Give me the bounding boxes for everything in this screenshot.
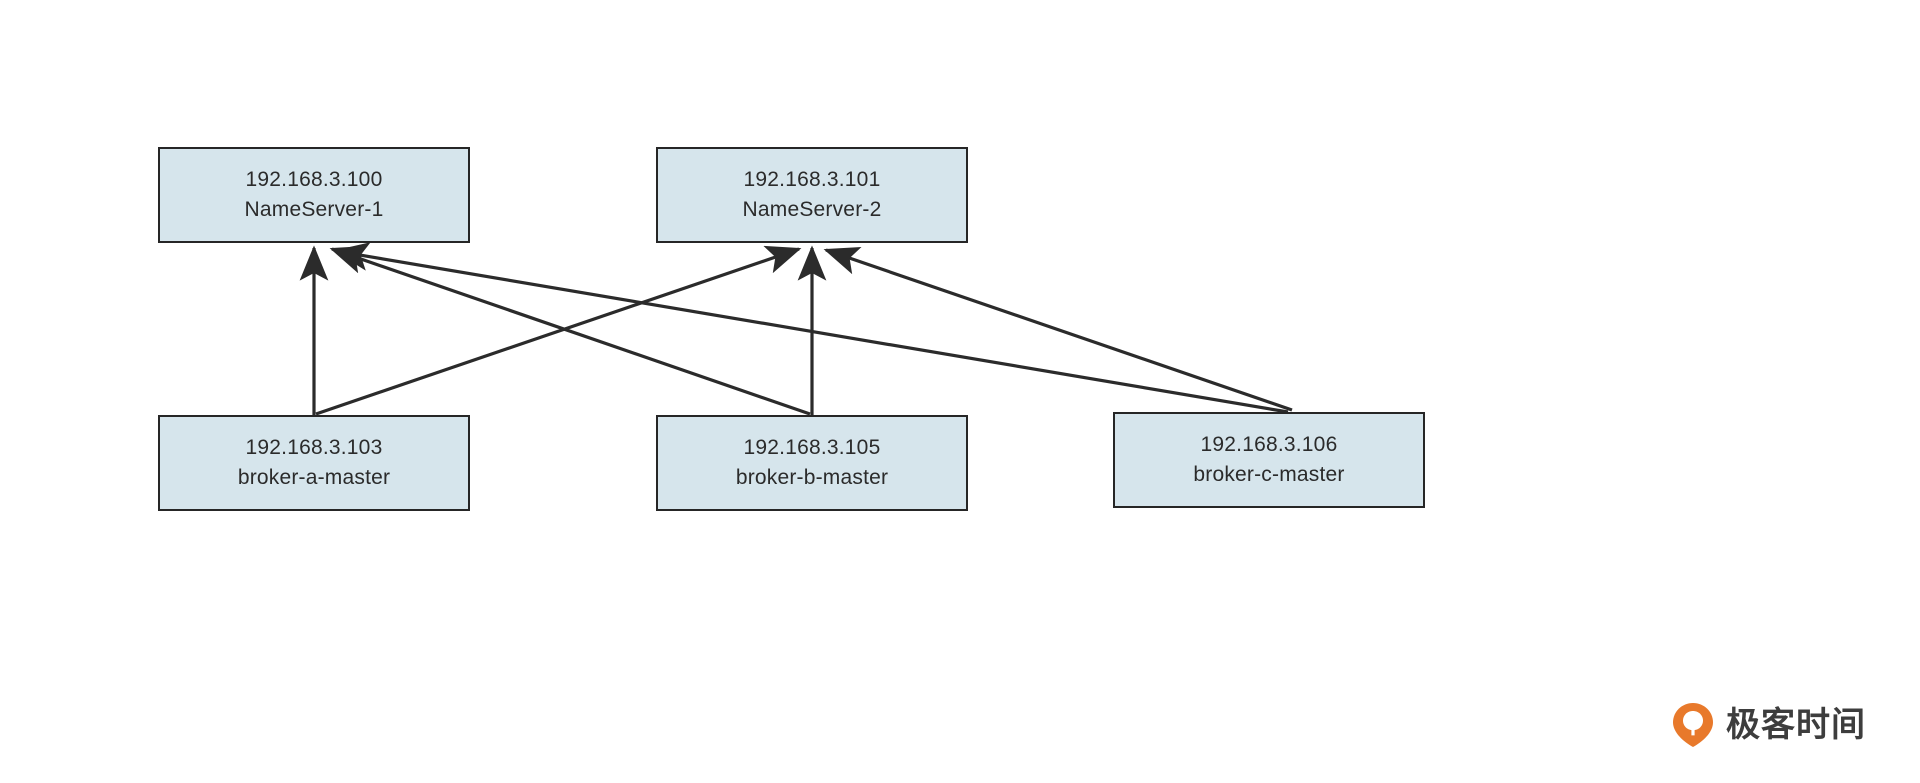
node-broker-c-name: broker-c-master [1193,463,1345,486]
node-nameserver-1[interactable]: 192.168.3.100 NameServer-1 [158,147,470,243]
brand-name: 极客时间 [1726,706,1866,744]
node-nameserver-2-name: NameServer-2 [742,198,882,221]
node-nameserver-1-ip: 192.168.3.100 [245,167,383,191]
node-broker-c-ip: 192.168.3.106 [1200,432,1338,456]
edge-broker-c-to-nameserver-1 [333,242,1289,414]
edge-broker-c-to-nameserver-2 [823,246,1293,412]
node-broker-b-name: broker-b-master [735,466,889,489]
node-broker-a-name: broker-a-master [237,466,391,489]
geektime-logo-icon [1672,702,1714,748]
node-broker-a-master[interactable]: 192.168.3.103 broker-a-master [158,415,470,511]
node-nameserver-2-ip: 192.168.3.101 [743,167,881,191]
brand-logo: 极客时间 [1672,702,1866,748]
edge-broker-b-to-nameserver-1 [329,246,811,416]
node-broker-c-master[interactable]: 192.168.3.106 broker-c-master [1113,412,1425,508]
node-nameserver-1-name: NameServer-1 [244,198,384,221]
node-broker-a-ip: 192.168.3.103 [245,435,383,459]
node-broker-b-ip: 192.168.3.105 [743,435,881,459]
node-nameserver-2[interactable]: 192.168.3.101 NameServer-2 [656,147,968,243]
node-broker-b-master[interactable]: 192.168.3.105 broker-b-master [656,415,968,511]
edge-broker-a-to-nameserver-2 [315,245,802,416]
